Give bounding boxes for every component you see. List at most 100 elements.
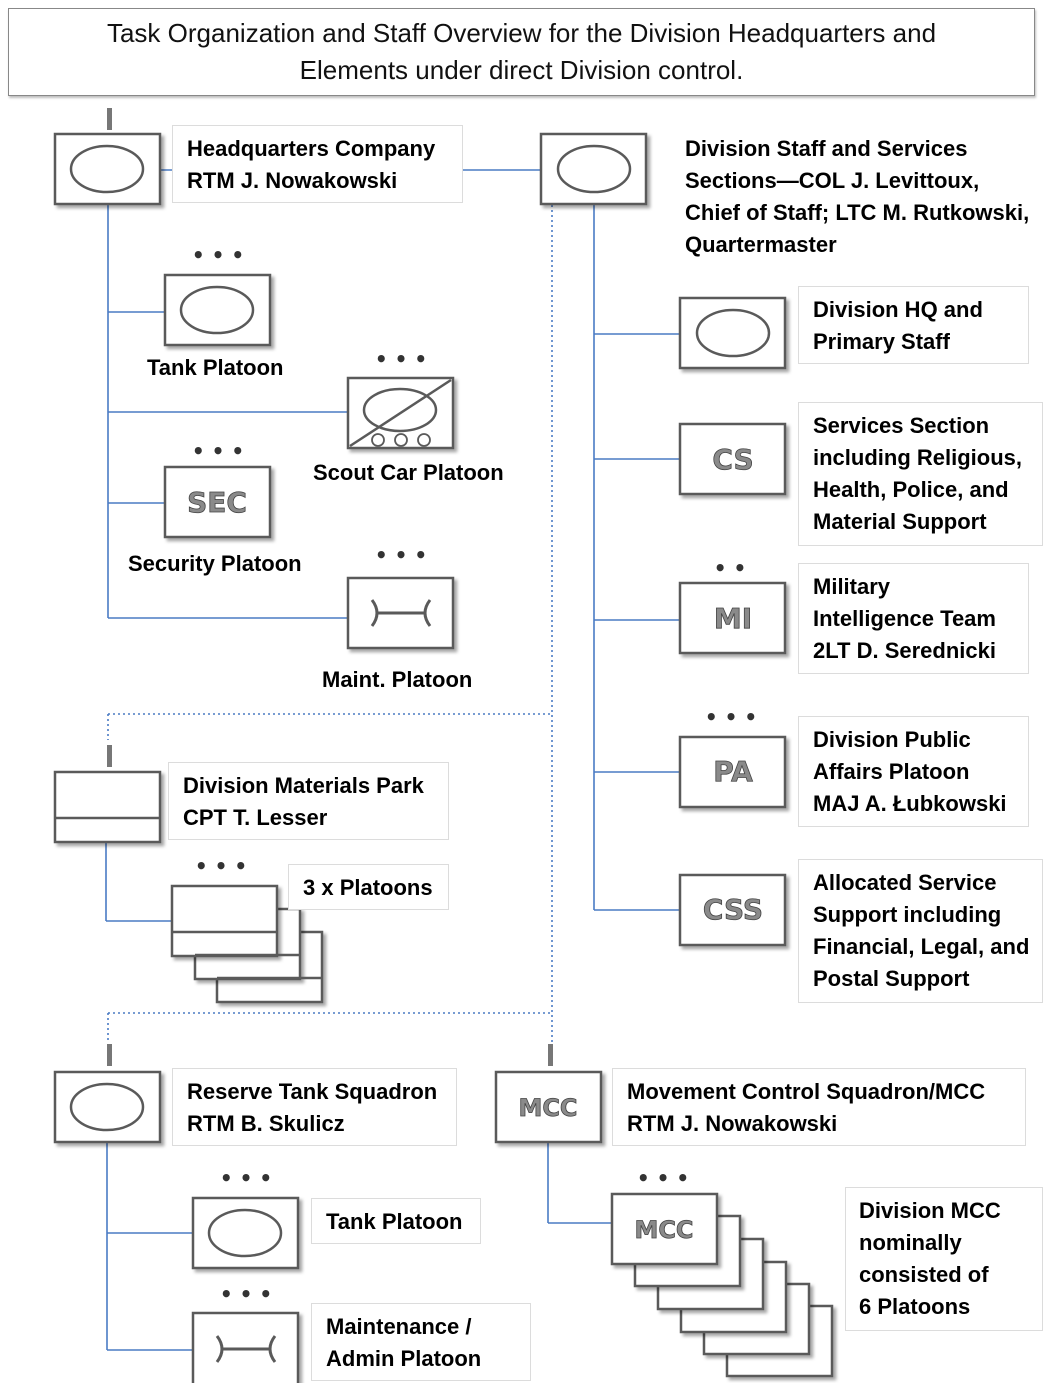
echelon-reserve-tank-platoon: • • • [220,1166,272,1190]
echelon-pa: • • • [705,705,757,729]
services-section-line-2: including Religious, [813,445,1022,470]
mcc-squadron-label-box: Movement Control Squadron/MCC RTM J. Now… [612,1068,1026,1146]
reserve-maint-line-2: Admin Platoon [326,1346,482,1371]
maint-platoon-label: Maint. Platoon [322,667,473,692]
materials-platoon-symbol-1 [170,884,279,958]
services-section-line-3: Health, Police, and [813,477,1009,502]
materials-platoons-label: 3 x Platoons [303,875,433,900]
unit-codes: SEC CS MI PA CSS MCC MCC [187,443,764,1245]
code-pa: PA [713,755,753,788]
mcc-platoons-line-2: nominally [859,1230,962,1255]
scout-car-platoon-label: Scout Car Platoon [313,460,504,485]
armor-oval-icon [362,387,438,433]
services-section-line-4: Material Support [813,509,987,534]
armor-oval-icon [69,144,145,194]
services-section-label-box: Services Section including Religious, He… [798,402,1043,546]
armor-oval-icon [179,285,255,335]
stub-hq-company [107,108,112,130]
echelon-mcc-platoons: • • • [637,1166,689,1190]
title-line-2: Elements under direct Division control. [299,55,744,85]
echelon-scout-platoon: • • • [375,347,427,371]
reserve-tank-platoon-label-box: Tank Platoon [311,1198,481,1244]
division-staff-label-box: Division Staff and Services Sections—COL… [672,125,1043,263]
wheel-icon [394,433,408,447]
division-staff-line-4: Quartermaster [685,232,837,257]
pa-platoon-label-box: Division Public Affairs Platoon MAJ A. Ł… [798,716,1029,827]
css-label-box: Allocated Service Support including Fina… [798,859,1043,1003]
reserve-tank-label-box: Reserve Tank Squadron RTM B. Skulicz [172,1068,457,1146]
reserve-tank-platoon-label: Tank Platoon [326,1209,463,1234]
hq-company-name: Headquarters Company [187,136,436,161]
mcc-platoon-symbol-1 [610,1192,719,1266]
css-line-2: Support including [813,902,1002,927]
armor-oval-icon [207,1208,283,1258]
code-css: CSS [703,893,763,926]
cs-symbol [678,422,787,496]
dotted-connectors [107,205,553,1045]
materials-park-symbol [53,770,162,844]
mcc-platoons-line-1: Division MCC [859,1198,1001,1223]
mcc-squadron-name: Movement Control Squadron/MCC [627,1079,986,1104]
css-line-3: Financial, Legal, and [813,934,1030,959]
command-stubs [107,108,553,1066]
echelon-security-platoon: • • • [192,439,244,463]
division-staff-line-3: Chief of Staff; LTC M. Rutkowski, [685,200,1030,225]
security-platoon-label: Security Platoon [128,551,302,576]
css-line-1: Allocated Service [813,870,997,895]
mcc-squadron-commander: RTM J. Nowakowski [627,1111,838,1136]
echelon-mi: • • [714,556,747,580]
armor-oval-icon [69,1082,145,1132]
mcc-platoons-line-3: consisted of [859,1262,989,1287]
wheel-icon [371,433,385,447]
echelon-materials-platoons: • • • [195,854,247,878]
division-hq-line-1: Division HQ and [813,297,983,322]
armor-oval-icon [556,144,632,194]
hq-company-commander: RTM J. Nowakowski [187,168,398,193]
code-sec: SEC [187,486,247,519]
mi-team-line-1: Military [813,574,891,599]
stub-reserve-tank [107,1044,112,1066]
maintenance-icon [370,599,432,627]
code-cs: CS [712,443,753,476]
security-platoon-symbol [163,465,272,539]
armor-oval-icon [695,308,771,358]
code-mi: MI [714,602,752,635]
title-line-1: Task Organization and Staff Overview for… [106,18,937,48]
mi-team-line-3: 2LT D. Serednicki [813,638,996,663]
stub-mcc [548,1044,553,1066]
reserve-tank-commander: RTM B. Skulicz [187,1111,345,1136]
materials-park-label-box: Division Materials Park CPT T. Lesser [168,762,449,840]
pa-platoon-line-3: MAJ A. Łubkowski [813,791,1007,816]
reserve-maint-line-1: Maintenance / [326,1314,472,1339]
diagram-title: Task Organization and Staff Overview for… [8,8,1035,96]
stub-materials-park [107,745,112,767]
wheel-icon [417,433,431,447]
echelon-markers: • • • • • • • • • • • • • • • • • • • • … [192,243,757,1306]
reserve-maint-label-box: Maintenance / Admin Platoon [311,1303,531,1381]
division-staff-line-2: Sections—COL J. Levittoux, [685,168,980,193]
tank-platoon-label: Tank Platoon [147,355,284,380]
echelon-tank-platoon: • • • [192,243,244,267]
reserve-tank-name: Reserve Tank Squadron [187,1079,438,1104]
css-line-4: Postal Support [813,966,970,991]
hq-company-label-box: Headquarters Company RTM J. Nowakowski [172,125,463,203]
pa-platoon-line-1: Division Public [813,727,971,752]
services-section-line-1: Services Section [813,413,990,438]
code-mcc: MCC [518,1094,577,1122]
code-mcc-platoon: MCC [634,1216,693,1244]
materials-platoons-label-box: 3 x Platoons [288,864,449,910]
pa-symbol [678,735,787,809]
mcc-platoons-line-4: 6 Platoons [859,1294,971,1319]
echelon-reserve-maint: • • • [220,1282,272,1306]
materials-park-name: Division Materials Park [183,773,424,798]
unit-symbols [53,132,834,1383]
mi-team-label-box: Military Intelligence Team 2LT D. Seredn… [798,563,1029,674]
cavalry-slash-icon [349,378,452,448]
pa-platoon-line-2: Affairs Platoon [813,759,970,784]
division-hq-line-2: Primary Staff [813,329,950,354]
mi-symbol [678,581,787,655]
division-hq-label-box: Division HQ and Primary Staff [798,286,1029,364]
maintenance-icon [215,1335,277,1363]
connector-lines [105,169,680,1351]
